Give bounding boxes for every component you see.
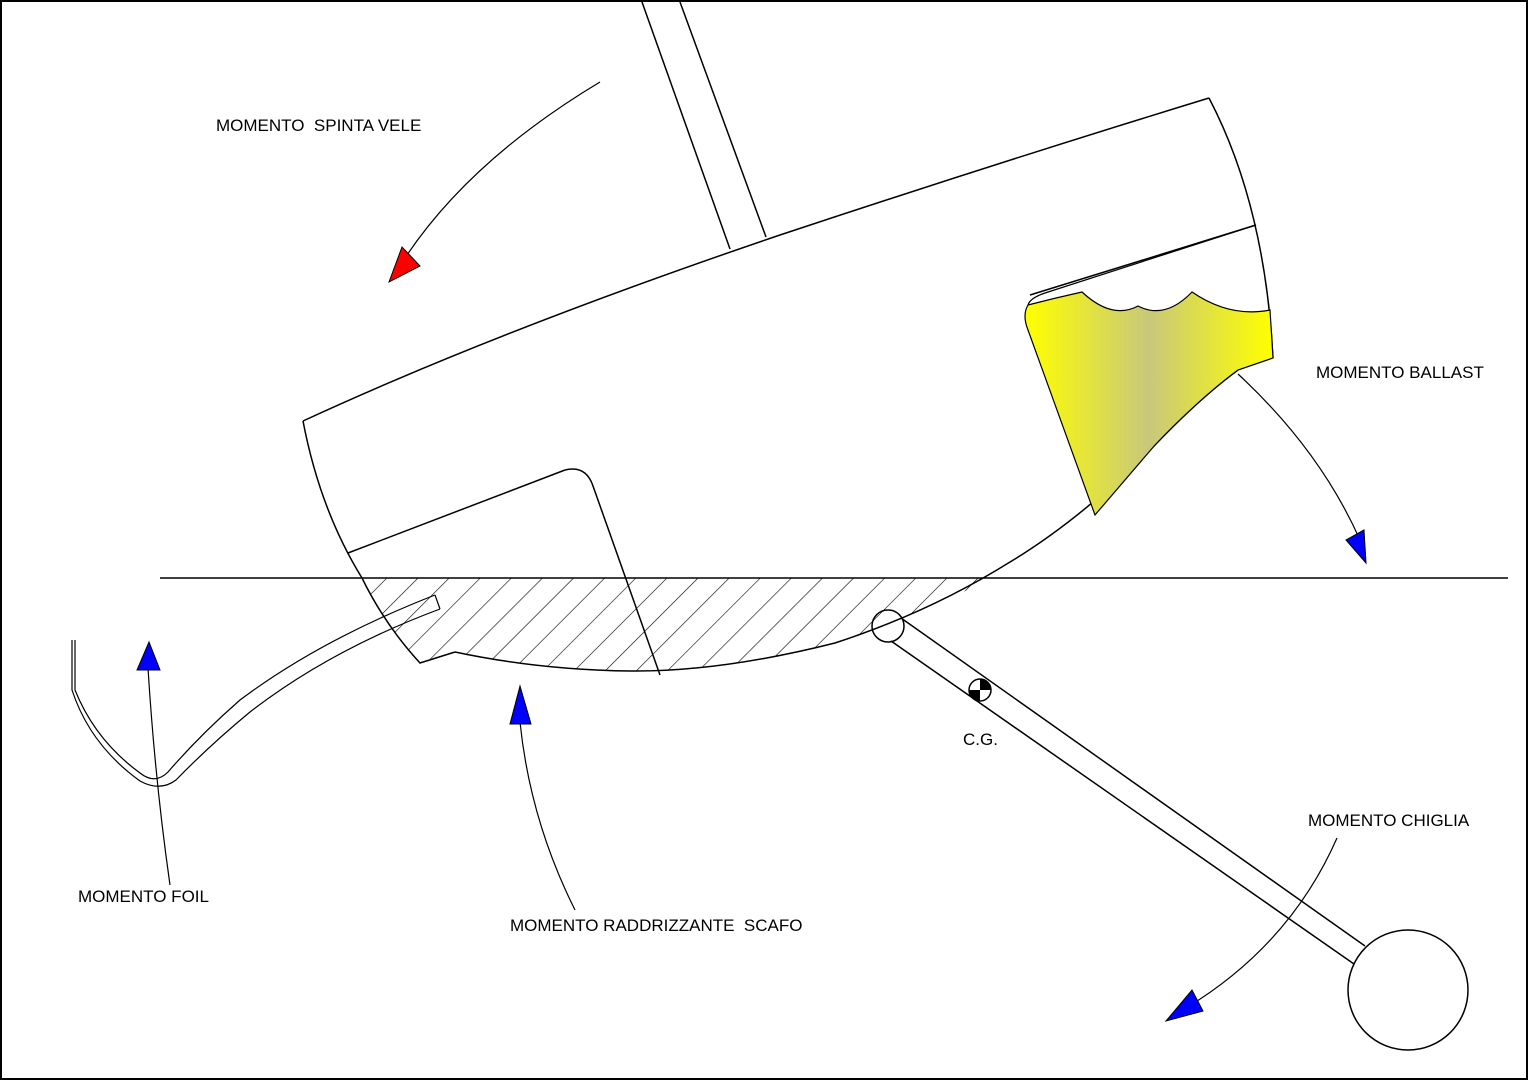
ballast-water xyxy=(1024,291,1274,517)
foil xyxy=(71,594,441,787)
foil-moment-label: MOMENTO FOIL xyxy=(78,887,209,906)
ballast-moment-label: MOMENTO BALLAST xyxy=(1316,363,1484,382)
submerged-hull-area xyxy=(362,578,995,672)
hull-moment-arrow xyxy=(519,721,576,911)
ballast-tank-top xyxy=(1027,224,1257,306)
foil-arrowhead xyxy=(136,640,161,671)
ballast-moment-arrow xyxy=(1237,373,1361,541)
sail-moment-label: MOMENTO SPINTA VELE xyxy=(216,116,421,135)
keel-arrowhead xyxy=(1164,989,1204,1022)
ballast-arrowhead xyxy=(1345,529,1367,565)
hull-arrowhead xyxy=(509,684,532,725)
hull-moment-label: MOMENTO RADDRIZZANTE SCAFO xyxy=(510,916,802,935)
sail-moment-arrow xyxy=(404,81,601,259)
cg-label: C.G. xyxy=(963,730,998,749)
sail-arrowhead xyxy=(388,246,421,284)
cg-symbol xyxy=(968,678,992,702)
foil-moment-arrow xyxy=(147,667,171,886)
keel-moment-arrow xyxy=(1185,837,1338,1009)
mast xyxy=(641,1,767,250)
canting-keel xyxy=(871,609,1469,1051)
keel-moment-label: MOMENTO CHIGLIA xyxy=(1308,811,1470,830)
